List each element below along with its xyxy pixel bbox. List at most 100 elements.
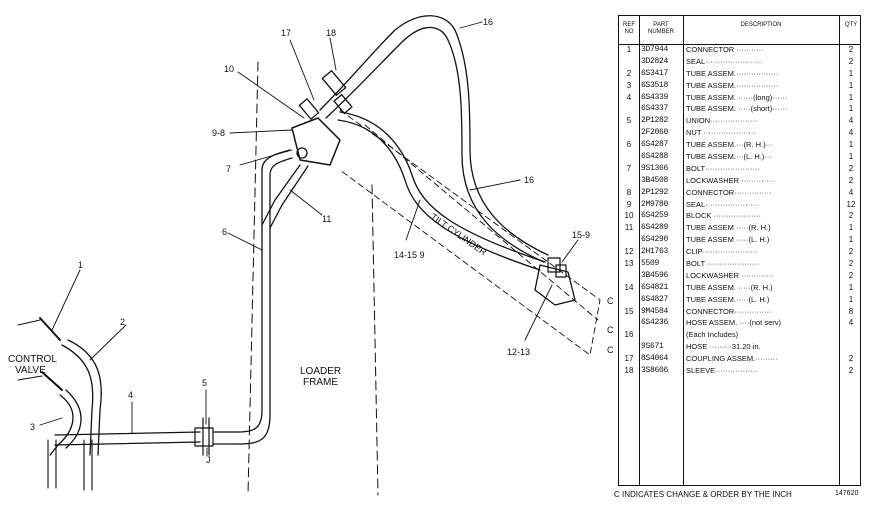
callout-5: 5 bbox=[202, 378, 207, 388]
description-cell: SLEEVE················· bbox=[686, 366, 758, 376]
part-number-cell: 6S4290 bbox=[641, 235, 669, 245]
qty-cell: 1 bbox=[848, 80, 854, 90]
loader-frame-edge-right bbox=[371, 184, 379, 496]
callout-16-top: 16 bbox=[483, 17, 493, 27]
qty-cell: 1 bbox=[848, 294, 854, 304]
table-row: 3 6S3518 TUBE ASSEM.················· 1 bbox=[619, 80, 860, 92]
callout-18: 18 bbox=[326, 28, 336, 38]
ref-cell: 5 bbox=[626, 116, 632, 126]
part-number-cell: 2M9780 bbox=[641, 199, 669, 209]
part-number-cell: 2P1292 bbox=[641, 187, 669, 197]
description-cell: TUBE ASSEM.················· bbox=[686, 80, 779, 90]
ref-cell: 1 bbox=[626, 45, 632, 54]
part-number-cell: 6S4287 bbox=[641, 140, 669, 150]
description-cell: TUBE ASSEM. ·····(R. H.) bbox=[686, 282, 773, 292]
description-cell: CONNECTOR··············· bbox=[686, 306, 772, 316]
part-number-cell: 3D7944 bbox=[641, 45, 669, 54]
qty-cell: 8 bbox=[848, 306, 854, 316]
qty-cell: 2 bbox=[848, 56, 854, 66]
qty-cell: 2 bbox=[848, 259, 854, 269]
column-divider bbox=[683, 16, 684, 485]
part-number-cell: 6S4827 bbox=[641, 294, 669, 304]
qty-cell: 1 bbox=[848, 68, 854, 78]
qty-cell: 2 bbox=[848, 45, 854, 54]
ref-cell: 2 bbox=[626, 68, 632, 78]
description-cell: CONNECTOR ··········· bbox=[686, 45, 764, 54]
ref-cell: 9 bbox=[626, 199, 632, 209]
ref-cell: 13 bbox=[624, 259, 634, 269]
control-label: CONTROL bbox=[8, 354, 57, 365]
table-row: 16 (Each Includes) bbox=[619, 329, 860, 341]
qty-cell: 2 bbox=[848, 366, 854, 376]
clip-12 bbox=[534, 264, 576, 306]
tube-6 bbox=[237, 149, 291, 433]
part-number-cell: 2H1763 bbox=[641, 247, 669, 257]
description-cell: SEAL······················· bbox=[686, 56, 763, 66]
control-valve-body bbox=[17, 319, 43, 381]
table-row: 6S4827 TUBE ASSEM.·····(L. H.) 1 bbox=[619, 294, 860, 306]
part-number-cell: 2P1282 bbox=[641, 116, 669, 126]
description-cell: TUBE ASSEM.···(R. H.)··· bbox=[686, 140, 774, 150]
callout-7: 7 bbox=[226, 164, 231, 174]
callout-15-9: 15-9 bbox=[572, 230, 590, 240]
part-number-cell: 6S4289 bbox=[641, 223, 669, 233]
ref-cell: 10 bbox=[624, 211, 634, 221]
ref-cell: 16 bbox=[624, 330, 634, 340]
description-cell: HOSE ASSEM. ····(not serv) bbox=[686, 318, 782, 328]
description-cell: TUBE ASSEM.···(L. H.)··· bbox=[686, 152, 772, 162]
part-number-cell: 6S3417 bbox=[641, 68, 669, 78]
description-cell: LOCKWASHER ············· bbox=[686, 270, 774, 280]
part-number-cell: 9M4584 bbox=[641, 306, 669, 316]
frame-label: FRAME bbox=[303, 377, 338, 388]
part-number-cell: 6S3518 bbox=[641, 80, 669, 90]
qty-cell: 1 bbox=[848, 104, 854, 114]
hydraulic-line-diagram: 1 2 3 4 5 J 6 7 9-8 10 11 12-13 14-15 9 … bbox=[8, 15, 601, 496]
callout-14-15-9: 14-15 9 bbox=[394, 250, 425, 260]
qty-cell: 12 bbox=[846, 199, 856, 209]
loader-label: LOADER bbox=[300, 366, 341, 377]
ref-cell: 8 bbox=[626, 187, 632, 197]
description-cell: TUBE ASSEM.·····(L. H.) bbox=[686, 294, 770, 304]
header-description: DESCRIPTION bbox=[740, 22, 782, 28]
description-cell: (Each Includes) bbox=[686, 330, 739, 340]
description-cell: TUBE ASSEM ·····(L. H.) bbox=[686, 235, 770, 245]
qty-cell: 2 bbox=[848, 247, 854, 257]
part-number-cell: 8S4064 bbox=[641, 354, 669, 364]
qty-cell: 1 bbox=[848, 282, 854, 292]
description-cell: NUT ····················· bbox=[686, 128, 756, 138]
ref-cell: 3 bbox=[626, 80, 632, 90]
part-number-cell: 3S8606 bbox=[641, 366, 669, 376]
callout-12-13: 12-13 bbox=[507, 347, 530, 357]
qty-cell: 2 bbox=[848, 163, 854, 173]
description-cell: HOSE ·········31.20 in. bbox=[686, 342, 761, 352]
qty-cell: 1 bbox=[848, 92, 854, 102]
table-footer-note: C INDICATES CHANGE & ORDER BY THE INCH bbox=[614, 490, 792, 499]
part-number-cell: 2F2060 bbox=[641, 128, 669, 138]
hose-16 bbox=[319, 15, 549, 256]
part-number-cell: 6S4339 bbox=[641, 92, 669, 102]
part-number-cell: 6S4259 bbox=[641, 211, 669, 221]
part-number-cell: 6S4821 bbox=[641, 282, 669, 292]
tube-3 bbox=[49, 394, 74, 456]
qty-cell: 1 bbox=[848, 152, 854, 162]
column-divider bbox=[639, 16, 640, 485]
ref-cell: 7 bbox=[626, 163, 632, 173]
callout-6: 6 bbox=[222, 227, 227, 237]
